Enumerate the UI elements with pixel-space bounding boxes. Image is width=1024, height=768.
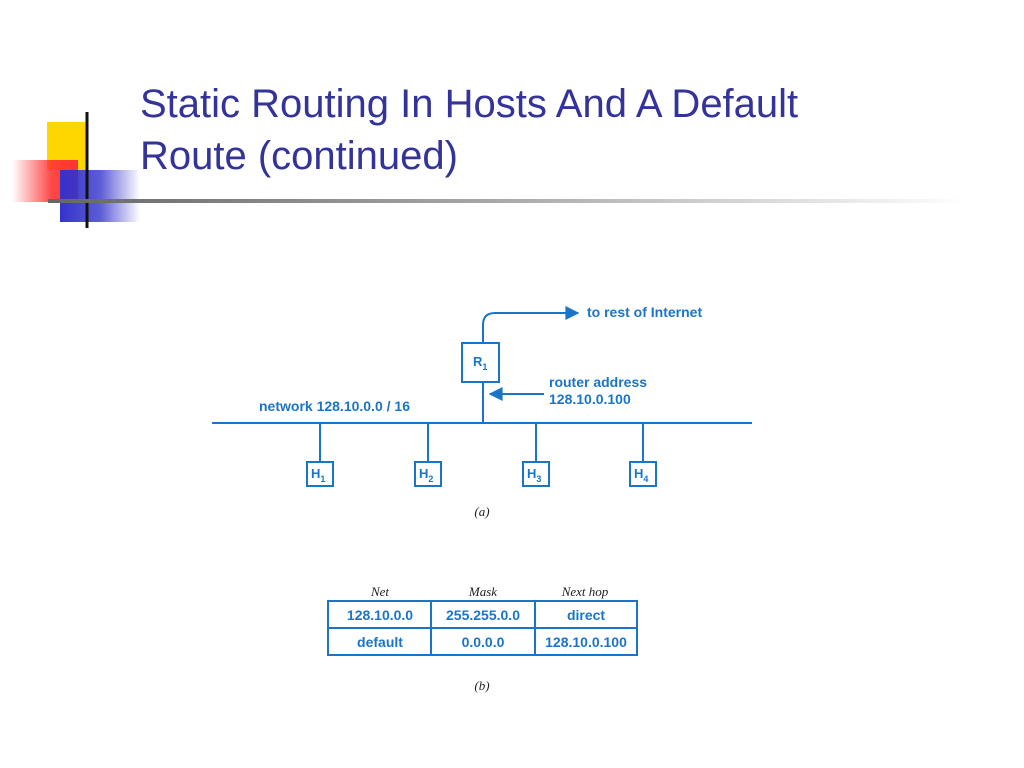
router-address-value: 128.10.0.100	[549, 391, 631, 407]
title-underline	[48, 199, 968, 203]
caption-a: (a)	[474, 504, 489, 519]
router-address-label: router address	[549, 374, 647, 390]
network-label: network 128.10.0.0 / 16	[259, 398, 410, 414]
table-header-net: Net	[370, 584, 389, 599]
internet-link	[483, 313, 578, 343]
network-diagram: to rest of Internet R1 router address 12…	[200, 295, 780, 715]
internet-label: to rest of Internet	[587, 304, 702, 320]
table-cell-row1-mask: 255.255.0.0	[446, 607, 520, 623]
title-line-2: Route (continued)	[140, 130, 1000, 182]
deco-blue-bar	[60, 170, 140, 222]
table-cell-row2-net: default	[357, 634, 403, 650]
page-title: Static Routing In Hosts And A Default Ro…	[140, 78, 1000, 182]
table-cell-row2-mask: 0.0.0.0	[462, 634, 505, 650]
title-line-1: Static Routing In Hosts And A Default	[140, 78, 1000, 130]
table-cell-row1-next-hop: direct	[567, 607, 605, 623]
caption-b: (b)	[474, 678, 489, 693]
table-header-next-hop: Next hop	[561, 584, 609, 599]
table-cell-row1-net: 128.10.0.0	[347, 607, 413, 623]
table-header-mask: Mask	[468, 584, 497, 599]
table-cell-row2-next-hop: 128.10.0.100	[545, 634, 627, 650]
